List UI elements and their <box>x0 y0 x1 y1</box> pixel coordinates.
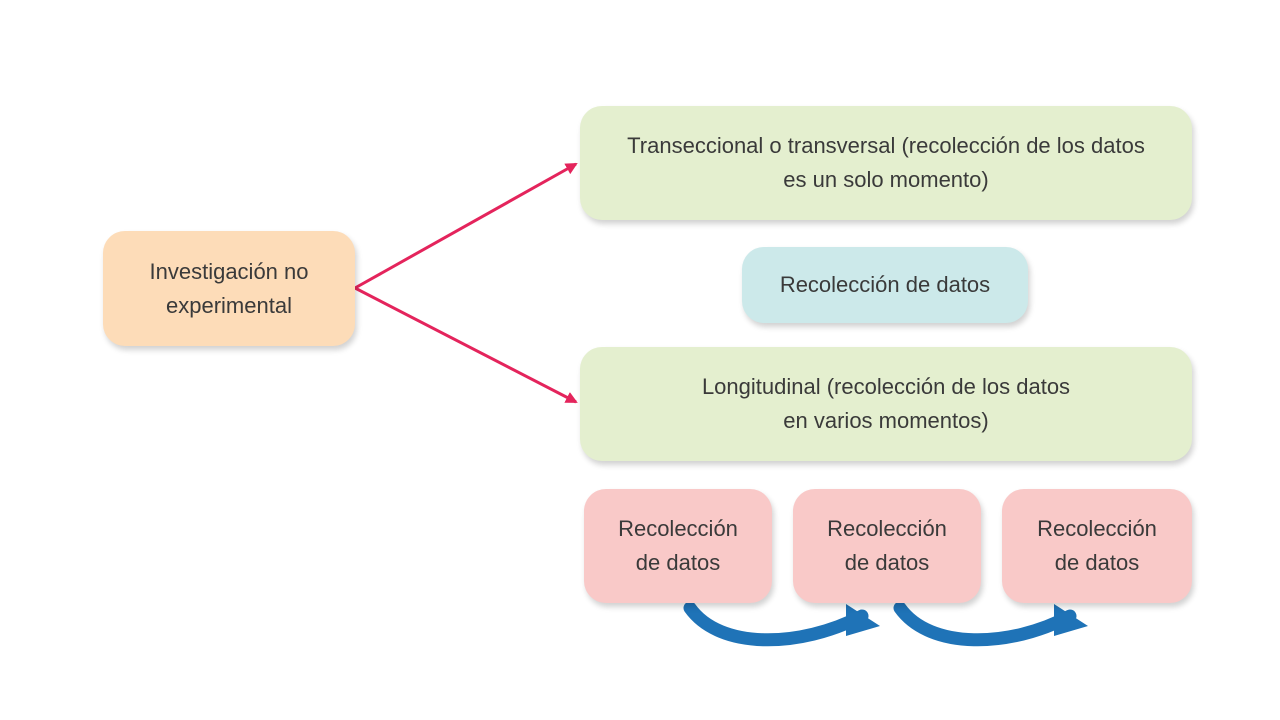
sequence-arrow-1 <box>683 601 880 647</box>
arrow-root-to-longitudinal <box>354 286 578 404</box>
arrow-root-to-transversal <box>354 162 578 290</box>
sequence-arrow-2 <box>893 601 1088 647</box>
node-longitudinal: Longitudinal (recolección de los datos e… <box>580 347 1192 461</box>
node-recoleccion-momento-3: Recolección de datos <box>1002 489 1192 603</box>
node-recoleccion-momento-1: Recolección de datos <box>584 489 772 603</box>
node-recoleccion-momento-2: Recolección de datos <box>793 489 981 603</box>
root-node-investigacion-no-experimental: Investigación no experimental <box>103 231 355 346</box>
node-recoleccion-unica: Recolección de datos <box>742 247 1028 323</box>
node-transeccional-transversal: Transeccional o transversal (recolección… <box>580 106 1192 220</box>
